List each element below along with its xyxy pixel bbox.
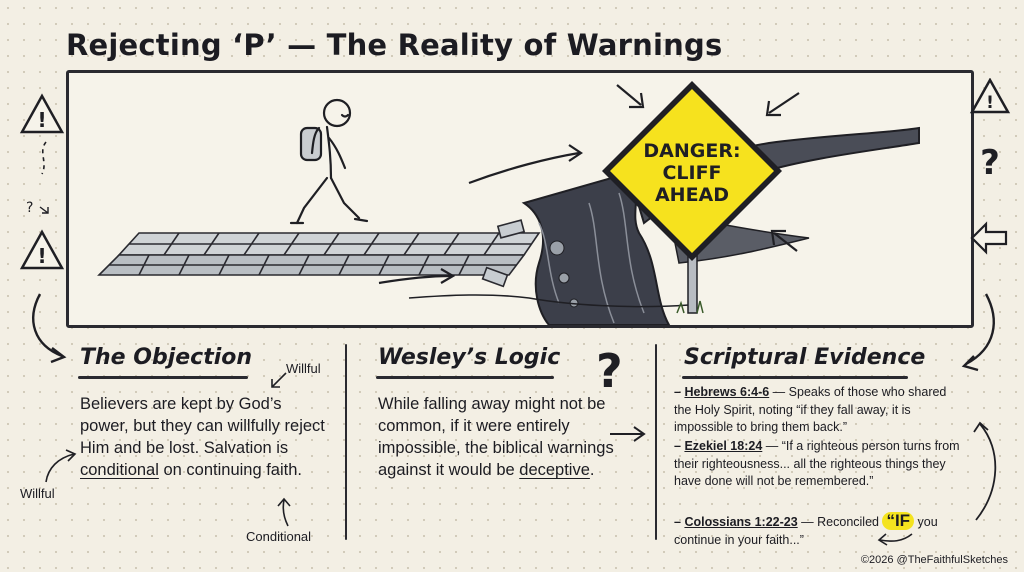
arrow-right-icon — [610, 426, 646, 442]
evidence-heading-underline — [682, 376, 908, 379]
reference-ezekiel: Ezekiel 18:24 — [684, 439, 763, 453]
attention-arrows — [378, 84, 800, 285]
illustration-panel: DANGER: CLIFF AHEAD — [66, 70, 974, 328]
objection-heading-underline — [78, 376, 248, 379]
warning-icon: ! — [19, 93, 65, 134]
sign-line-1: DANGER: — [643, 140, 740, 162]
arrow-up-right-icon — [45, 449, 77, 483]
danger-sign: DANGER: CLIFF AHEAD — [602, 81, 782, 314]
left-side-icons: ! ? ! — [19, 93, 65, 270]
evidence-item-2: – Ezekiel 18:24 — “If a righteous person… — [674, 439, 960, 488]
paved-path — [97, 219, 541, 288]
svg-text:!: ! — [986, 93, 994, 113]
evidence-connector-arrow — [973, 421, 997, 521]
hiker-figure — [289, 98, 369, 225]
note-willful-left: Willful — [20, 486, 55, 501]
objection-text: Believers are kept by God’s power, but t… — [80, 395, 325, 479]
page-title: Rejecting ‘P’ — The Reality of Warnings — [66, 28, 723, 62]
cliff-scene: DANGER: CLIFF AHEAD — [97, 81, 920, 325]
warning-icon: ! — [969, 78, 1011, 114]
evidence-item-3: – Colossians 1:22-23 — Reconciled “IF yo… — [674, 511, 938, 547]
credit-text: ©2026 @TheFaithfulSketches — [860, 554, 1008, 566]
arrow-left-small-icon — [877, 533, 913, 546]
warning-icon: ! — [19, 229, 65, 270]
evidence-heading: Scriptural Evidence — [684, 345, 926, 370]
if-highlight: “IF — [882, 512, 915, 530]
arrow-left-icon — [970, 221, 1008, 255]
question-mark-icon: ? — [980, 143, 1000, 183]
svg-text:!: ! — [37, 244, 46, 268]
wesley-heading: Wesley’s Logic — [378, 345, 561, 370]
objection-heading: The Objection — [80, 345, 253, 370]
question-mark-icon: ? — [26, 200, 33, 216]
wesley-text: While falling away might not be common, … — [378, 395, 614, 479]
reference-hebrews: Hebrews 6:4-6 — [684, 385, 770, 399]
sign-line-3: AHEAD — [655, 184, 729, 206]
column-divider — [655, 344, 657, 540]
right-side-icons: ! ? — [969, 78, 1011, 255]
right-connector-arrow — [961, 293, 995, 372]
left-connector-arrow — [32, 293, 67, 364]
arrow-up-icon — [277, 497, 291, 527]
arrow-down-left-icon — [271, 372, 287, 388]
question-mark-icon: ? — [596, 344, 623, 398]
evidence-item-1: – Hebrews 6:4-6 — Speaks of those who sh… — [674, 385, 947, 434]
note-willful-top: Willful — [286, 361, 321, 376]
note-conditional: Conditional — [246, 529, 312, 544]
column-divider — [345, 344, 347, 540]
reference-colossians: Colossians 1:22-23 — [684, 515, 798, 529]
svg-text:!: ! — [37, 108, 46, 132]
wesley-heading-underline — [376, 376, 554, 379]
sign-line-2: CLIFF — [662, 162, 721, 184]
